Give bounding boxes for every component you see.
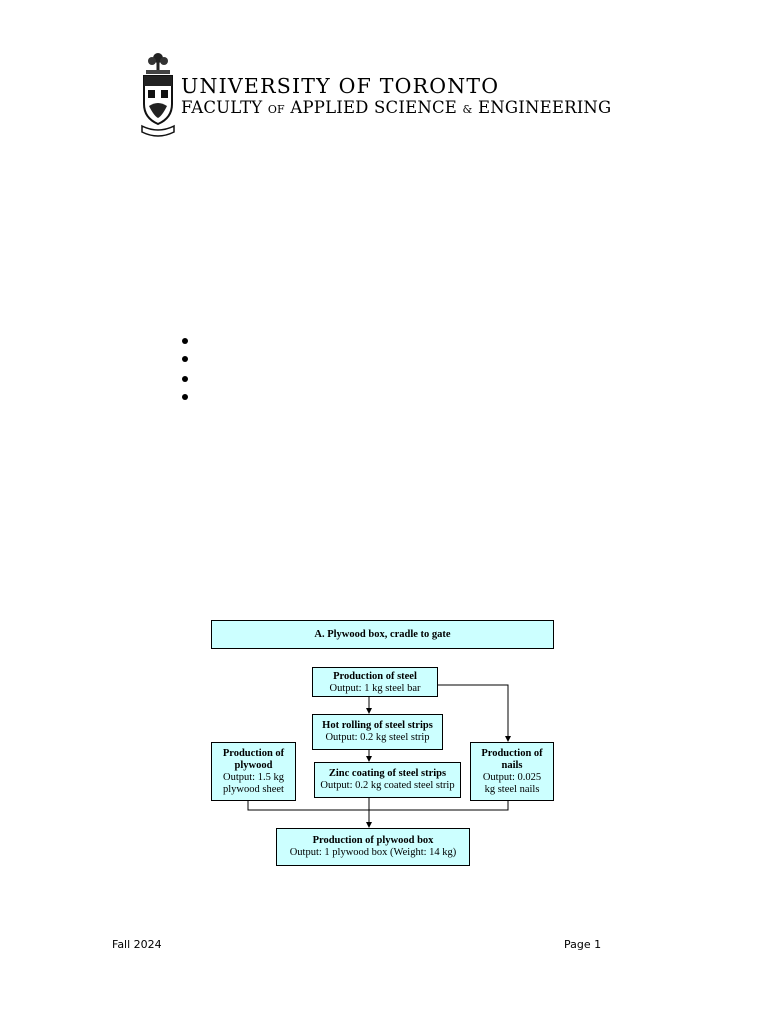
diagram-title: A. Plywood box, cradle to gate	[314, 628, 451, 640]
plywood-title-line2: plywood	[234, 760, 273, 771]
arrow-steel-to-nails	[437, 684, 511, 742]
bullet-point	[182, 376, 188, 382]
nails-title-line2: nails	[501, 760, 523, 771]
zinc-title: Zinc coating of steel strips	[328, 768, 447, 779]
plywood-production-box: Production of plywood Output: 1.5 kg ply…	[211, 742, 296, 801]
hot-rolling-output: Output: 0.2 kg steel strip	[325, 732, 430, 743]
nails-title-line1: Production of	[481, 748, 543, 759]
hot-rolling-box: Hot rolling of steel strips Output: 0.2 …	[312, 714, 443, 750]
steel-output: Output: 1 kg steel bar	[329, 683, 421, 694]
university-name: UNIVERSITY OF TORONTO	[181, 74, 500, 98]
faculty-name: FACULTY OF APPLIED SCIENCE & ENGINEERING	[181, 98, 612, 117]
hot-rolling-title: Hot rolling of steel strips	[322, 720, 433, 731]
nails-production-box: Production of nails Output: 0.025 kg ste…	[470, 742, 554, 801]
zinc-coating-box: Zinc coating of steel strips Output: 0.2…	[314, 762, 461, 798]
bullet-point	[182, 394, 188, 400]
footer-page-number: Page 1	[564, 938, 602, 951]
footer-date: Fall 2024	[112, 938, 162, 951]
university-logo: UNIVERSITY OF TORONTO FACULTY OF APPLIED…	[140, 50, 630, 140]
box-output: Output: 1 plywood box (Weight: 14 kg)	[289, 847, 457, 858]
box-title: Production of plywood box	[312, 835, 434, 846]
plywood-output-line1: Output: 1.5 kg	[223, 772, 284, 783]
plywood-output-line2: plywood sheet	[223, 784, 284, 795]
steel-title: Production of steel	[333, 671, 417, 682]
nails-output-line2: kg steel nails	[484, 784, 540, 795]
diagram-title-box: A. Plywood box, cradle to gate	[211, 620, 554, 649]
bullet-point	[182, 356, 188, 362]
faculty-of: OF	[267, 103, 285, 116]
zinc-output: Output: 0.2 kg coated steel strip	[320, 780, 455, 791]
faculty-applied-science: APPLIED SCIENCE	[290, 98, 458, 117]
steel-production-box: Production of steel Output: 1 kg steel b…	[312, 667, 438, 697]
process-flow-diagram: A. Plywood box, cradle to gate Productio…	[205, 612, 565, 874]
faculty-engineering: ENGINEERING	[477, 98, 612, 117]
faculty-ampersand: &	[462, 103, 473, 116]
nails-output-line1: Output: 0.025	[482, 772, 542, 783]
line-plywood-to-merge	[247, 801, 509, 811]
faculty-word: FACULTY	[181, 98, 263, 117]
bullet-point	[182, 338, 188, 344]
crest-icon	[141, 53, 175, 137]
plywood-title-line1: Production of	[222, 748, 285, 759]
plywood-box-production-box: Production of plywood box Output: 1 plyw…	[276, 828, 470, 866]
